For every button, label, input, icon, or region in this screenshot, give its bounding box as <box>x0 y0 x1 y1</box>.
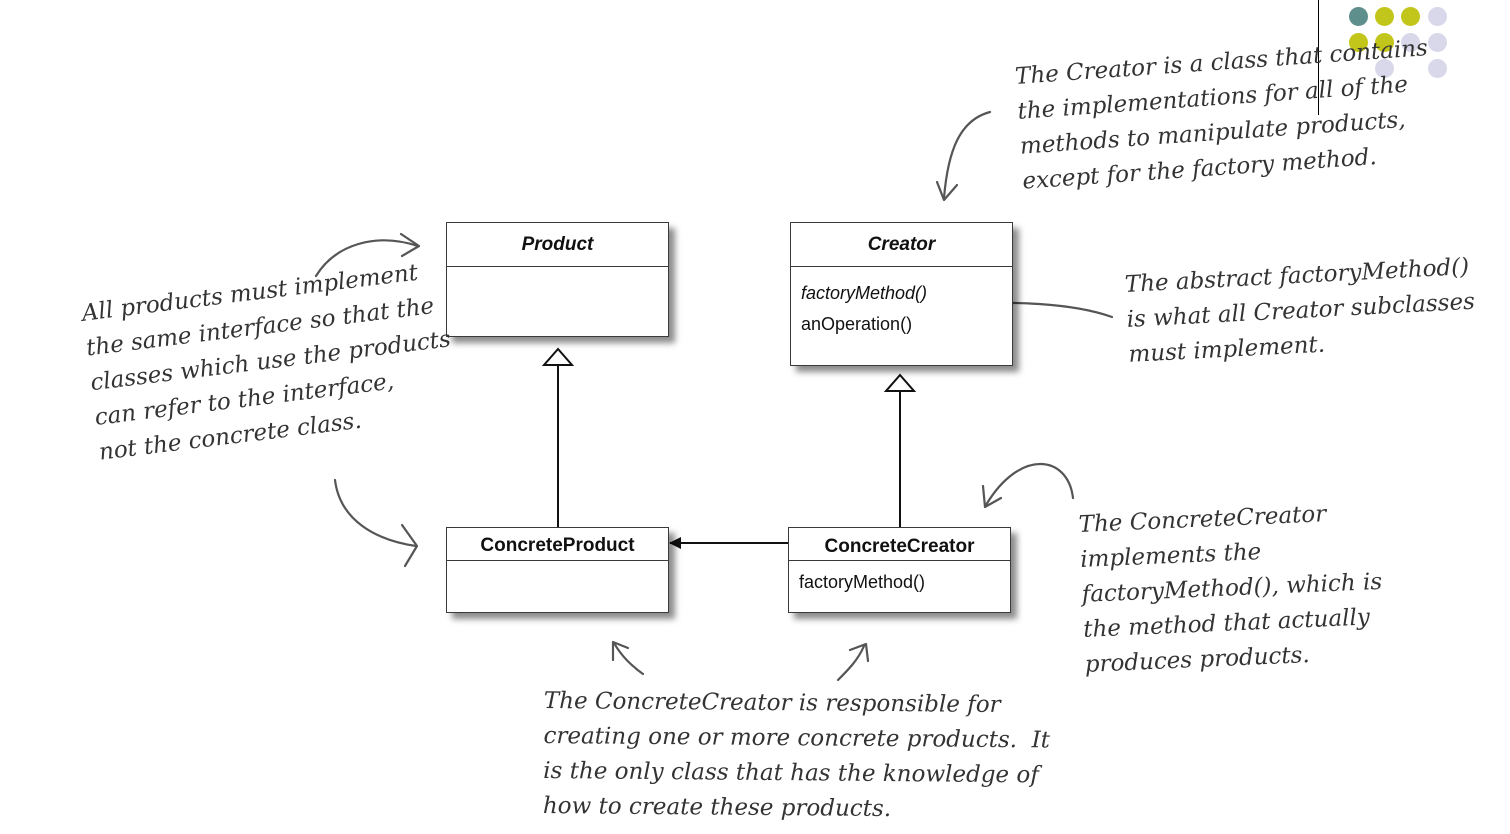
concrete-creator-class-box: ConcreteCreator factoryMethod() <box>788 527 1011 613</box>
olive-dot <box>1375 7 1394 26</box>
annotation-arrow-bottom-left <box>612 641 645 676</box>
olive-dot <box>1375 33 1394 52</box>
lavender-dot <box>1428 33 1447 52</box>
creator-factory-method: factoryMethod() <box>801 283 928 303</box>
bottom-annotation: The ConcreteCreator is responsible for c… <box>542 687 1051 823</box>
concrete-creator-annotation: The ConcreteCreator implements the facto… <box>1078 501 1383 678</box>
creator-class-box: Creator factoryMethod() anOperation() <box>790 222 1013 366</box>
annotation-arrow-concrete-product-head <box>400 523 419 568</box>
lavender-dot <box>1401 33 1420 52</box>
concrete-creator-class-name: ConcreteCreator <box>789 528 1010 561</box>
abstract-factory-method-annotation: The abstract factoryMethod() is what all… <box>1124 253 1476 368</box>
olive-dot <box>1349 33 1368 52</box>
annotation-arrow-product <box>314 239 420 278</box>
teal-dot <box>1349 7 1368 26</box>
annotation-arrow-bottom-right-head <box>848 642 870 663</box>
concrete-creator-factory-method: factoryMethod() <box>799 572 926 592</box>
creator-class-name: Creator <box>791 223 1012 267</box>
annotation-arrow-creator <box>942 110 992 200</box>
lavender-dot <box>1428 59 1447 78</box>
creator-annotation: The Creator is a class that contains the… <box>1014 35 1429 195</box>
product-class-box: Product <box>446 222 669 337</box>
product-class-name: Product <box>447 223 668 267</box>
annotation-arrow-concrete-creator-head <box>981 484 1003 509</box>
concrete-product-class-box: ConcreteProduct <box>446 527 669 613</box>
annotation-arrow-bottom-right <box>836 644 866 682</box>
inheritance-triangle-product <box>541 347 575 366</box>
annotation-arrow-concrete-product <box>333 478 418 548</box>
annotation-arrow-concrete-creator <box>984 463 1075 507</box>
annotation-arrow-product-head <box>399 232 421 258</box>
creator-an-operation-method: anOperation() <box>801 314 913 334</box>
inheritance-triangle-creator <box>883 373 917 392</box>
annotation-arrow-creator-head <box>935 180 959 202</box>
lavender-dot <box>1375 59 1394 78</box>
concrete-product-class-name: ConcreteProduct <box>447 528 668 561</box>
olive-dot <box>1401 7 1420 26</box>
divider-line <box>1318 0 1319 115</box>
annotation-arrow-bottom-left-head <box>611 640 630 662</box>
lavender-dot <box>1428 7 1447 26</box>
